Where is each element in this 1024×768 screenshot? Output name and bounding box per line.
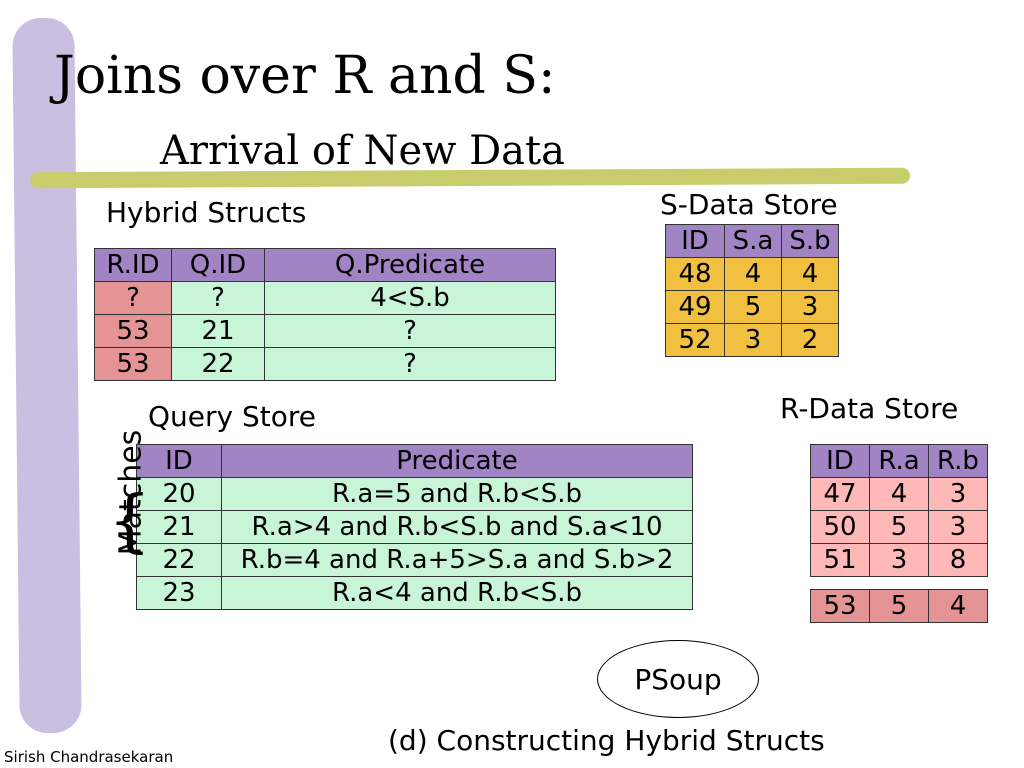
hybrid-structs-label: Hybrid Structs xyxy=(106,196,307,229)
table-cell: 4 xyxy=(781,257,839,291)
table-cell: ? xyxy=(171,281,265,315)
table-cell: 53 xyxy=(810,589,870,623)
psoup-ellipse: PSoup xyxy=(597,640,759,718)
table-cell: 51 xyxy=(810,543,870,577)
table-cell: 3 xyxy=(928,510,988,544)
table-cell: 4<S.b xyxy=(264,281,556,315)
table-cell: 52 xyxy=(665,323,725,357)
hybrid-structs-table: R.ID Q.ID Q.Predicate ? ? 4<S.b 53 21 ? … xyxy=(94,248,556,381)
table-row: 47 4 3 xyxy=(810,477,988,511)
s-data-store-table: ID S.a S.b 48 4 4 49 5 3 52 3 2 xyxy=(665,224,839,357)
table-cell: 50 xyxy=(810,510,870,544)
table-row: 49 5 3 xyxy=(665,290,839,324)
table-cell: 47 xyxy=(810,477,870,511)
column-header: Predicate xyxy=(221,444,693,478)
table-row: 20 R.a=5 and R.b<S.b xyxy=(136,477,693,511)
table-cell: 4 xyxy=(928,589,988,623)
table-cell: 3 xyxy=(724,323,782,357)
table-cell: R.a>4 and R.b<S.b and S.a<10 xyxy=(221,510,693,544)
column-header: R.a xyxy=(869,444,929,478)
table-row: ? ? 4<S.b xyxy=(94,281,556,315)
table-cell: 53 xyxy=(94,314,172,348)
table-cell: R.a=5 and R.b<S.b xyxy=(221,477,693,511)
table-cell: 3 xyxy=(928,477,988,511)
table-cell: 22 xyxy=(171,347,265,381)
table-cell: ? xyxy=(264,314,556,348)
table-cell: ? xyxy=(94,281,172,315)
table-cell: 2 xyxy=(781,323,839,357)
table-row: 53 5 4 xyxy=(810,589,988,623)
column-header: R.ID xyxy=(94,248,172,282)
r-data-store-table: ID R.a R.b 47 4 3 50 5 3 51 3 8 xyxy=(810,444,988,577)
table-cell: 4 xyxy=(724,257,782,291)
psoup-label: PSoup xyxy=(634,662,722,696)
table-header-row: ID R.a R.b xyxy=(810,444,988,478)
r-data-new-tuple: 53 5 4 xyxy=(810,589,988,623)
table-cell: 53 xyxy=(94,347,172,381)
slide-title: Joins over R and S: xyxy=(54,46,556,106)
table-cell: R.a<4 and R.b<S.b xyxy=(221,576,693,610)
left-decor-bar xyxy=(12,17,82,734)
table-cell: R.b=4 and R.a+5>S.a and S.b>2 xyxy=(221,543,693,577)
table-cell: 48 xyxy=(665,257,725,291)
table-row: 50 5 3 xyxy=(810,510,988,544)
table-cell: 49 xyxy=(665,290,725,324)
table-cell: 3 xyxy=(869,543,929,577)
table-cell: 5 xyxy=(869,589,929,623)
matches-brace: { xyxy=(108,482,152,561)
table-row: 51 3 8 xyxy=(810,543,988,577)
table-cell: ? xyxy=(264,347,556,381)
table-cell: 3 xyxy=(781,290,839,324)
r-data-store-label: R-Data Store xyxy=(780,392,959,425)
table-row: 22 R.b=4 and R.a+5>S.a and S.b>2 xyxy=(136,543,693,577)
table-row: 52 3 2 xyxy=(665,323,839,357)
table-cell: 23 xyxy=(136,576,222,610)
column-header: S.b xyxy=(781,224,839,258)
table-cell: 20 xyxy=(136,477,222,511)
table-header-row: R.ID Q.ID Q.Predicate xyxy=(94,248,556,282)
table-row: 48 4 4 xyxy=(665,257,839,291)
s-data-store-label: S-Data Store xyxy=(660,188,838,221)
column-header: R.b xyxy=(928,444,988,478)
query-store-label: Query Store xyxy=(148,400,316,433)
author-credit: Sirish Chandrasekaran xyxy=(4,748,174,766)
column-header: Q.Predicate xyxy=(264,248,556,282)
table-cell: 8 xyxy=(928,543,988,577)
table-row: 53 21 ? xyxy=(94,314,556,348)
table-cell: 5 xyxy=(869,510,929,544)
column-header: ID xyxy=(136,444,222,478)
column-header: ID xyxy=(665,224,725,258)
table-row: 23 R.a<4 and R.b<S.b xyxy=(136,576,693,610)
slide-caption: (d) Constructing Hybrid Structs xyxy=(388,724,825,757)
table-header-row: ID Predicate xyxy=(136,444,693,478)
table-row: 21 R.a>4 and R.b<S.b and S.a<10 xyxy=(136,510,693,544)
table-cell: 4 xyxy=(869,477,929,511)
table-row: 53 22 ? xyxy=(94,347,556,381)
query-store-table: ID Predicate 20 R.a=5 and R.b<S.b 21 R.a… xyxy=(136,444,693,610)
column-header: Q.ID xyxy=(171,248,265,282)
table-header-row: ID S.a S.b xyxy=(665,224,839,258)
column-header: ID xyxy=(810,444,870,478)
slide-subtitle: Arrival of New Data xyxy=(160,128,565,174)
table-cell: 21 xyxy=(171,314,265,348)
table-cell: 5 xyxy=(724,290,782,324)
column-header: S.a xyxy=(724,224,782,258)
